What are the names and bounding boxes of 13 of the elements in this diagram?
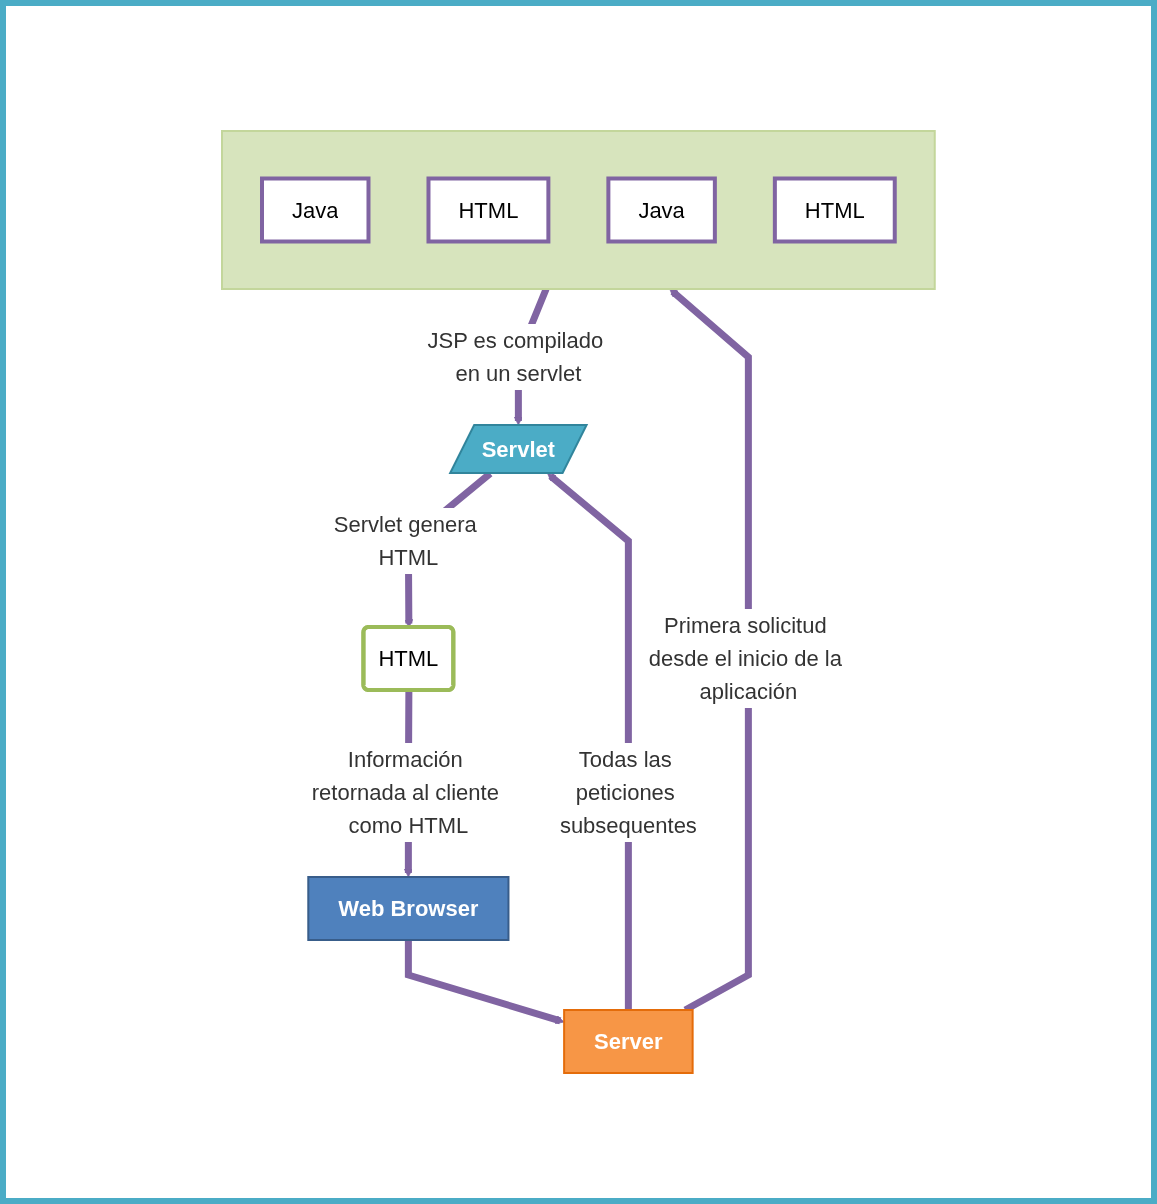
node-box: Java: [260, 176, 371, 244]
edge-label: Todas las peticiones subsequentes: [560, 747, 697, 838]
node-box: Java: [606, 176, 717, 244]
node-box: Server: [563, 1009, 694, 1074]
node-box: Web Browser: [307, 876, 510, 941]
edge-label: Servlet genera HTML: [333, 512, 477, 570]
node-box: HTML: [426, 176, 551, 244]
edge-label: Primera solicitud desde el inicio de la aplicación: [648, 613, 843, 704]
edge-label: Información retornada al cliente como HTML: [311, 747, 499, 838]
node-box: HTML: [773, 176, 897, 244]
arrow: [405, 940, 565, 1025]
edge-label: JSP es compilado en un servlet: [427, 328, 604, 386]
cluster: [221, 130, 936, 290]
